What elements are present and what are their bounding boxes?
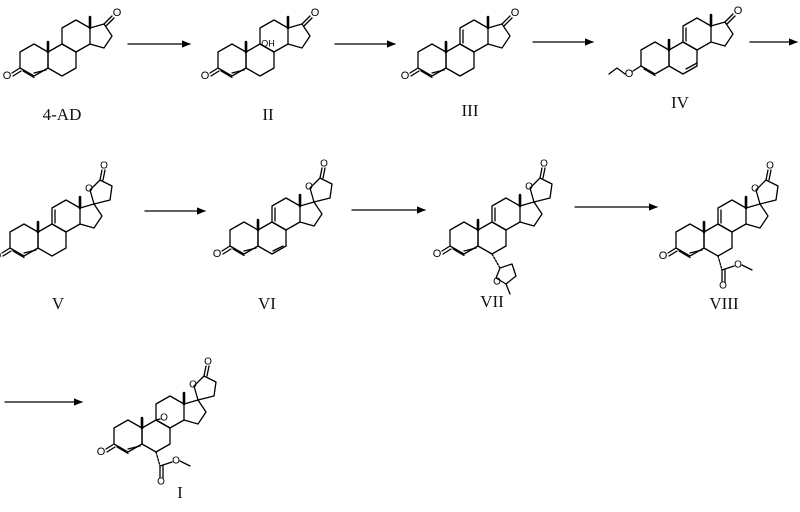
svg-text:O: O: [719, 281, 727, 292]
svg-text:O: O: [189, 380, 197, 391]
svg-text:O: O: [100, 161, 108, 172]
svg-text:O: O: [433, 248, 442, 260]
svg-text:O: O: [157, 477, 165, 488]
svg-text:O: O: [540, 159, 548, 170]
compound-label-vii: VII: [480, 292, 504, 311]
svg-text:O: O: [320, 159, 328, 170]
svg-text:O: O: [734, 5, 743, 17]
structure-ii: O O OH: [201, 7, 320, 82]
svg-text:O: O: [97, 446, 106, 458]
compound-label-iii: III: [461, 101, 479, 120]
structure-iv: OO: [608, 5, 743, 80]
compound-label-ii: II: [262, 105, 274, 124]
svg-text:O: O: [766, 161, 774, 172]
structure-v: O O O: [0, 161, 113, 262]
svg-text:O: O: [204, 357, 212, 368]
svg-text:O: O: [625, 68, 634, 80]
svg-text:O: O: [201, 70, 210, 82]
svg-text:O: O: [172, 456, 180, 467]
svg-text:O: O: [213, 248, 222, 260]
structure-vii: O O O O: [433, 159, 553, 295]
svg-text:O: O: [401, 70, 410, 82]
compound-label-iv: IV: [671, 93, 689, 112]
svg-text:O: O: [659, 250, 668, 262]
compound-label-4ad: 4-AD: [42, 105, 82, 124]
svg-text:O: O: [3, 70, 12, 82]
svg-text:O: O: [493, 277, 501, 288]
compound-label-v: V: [51, 294, 65, 313]
svg-text:O: O: [0, 250, 2, 262]
structure-4ad: OO: [3, 7, 122, 82]
compound-label-i: I: [177, 483, 183, 502]
svg-text:O: O: [113, 7, 122, 19]
svg-text:O: O: [85, 184, 93, 195]
svg-text:O: O: [511, 7, 520, 19]
svg-text:O: O: [311, 7, 320, 19]
svg-text:O: O: [734, 260, 742, 271]
svg-text:O: O: [305, 182, 313, 193]
svg-text:O: O: [751, 184, 759, 195]
compound-label-vi: VI: [258, 294, 276, 313]
compound-label-viii: VIII: [709, 294, 739, 313]
structure-iii: OO: [401, 7, 520, 82]
svg-text:O: O: [525, 182, 533, 193]
structure-vi: O O O: [213, 159, 333, 260]
svg-text:OH: OH: [261, 38, 275, 48]
svg-text:O: O: [160, 413, 168, 424]
